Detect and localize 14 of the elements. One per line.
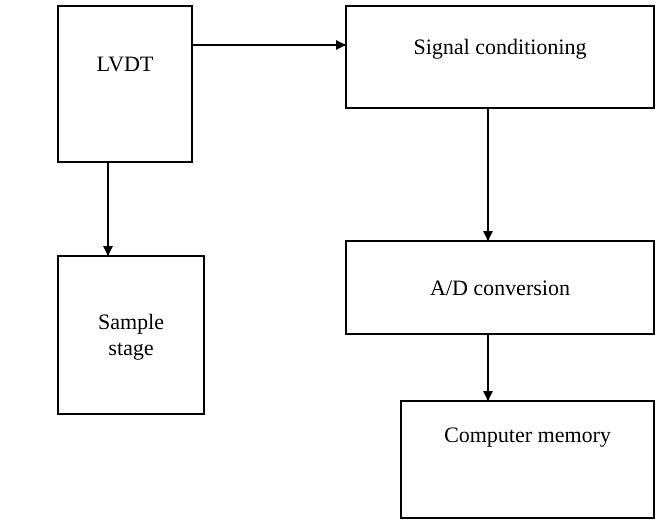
box-label: A/D conversion: [430, 274, 570, 300]
box-label: Sample stage: [97, 309, 165, 361]
process-box: [57, 255, 205, 415]
process-box: [400, 400, 655, 519]
arrow: [483, 335, 493, 401]
process-box: [345, 240, 655, 335]
arrow: [483, 109, 493, 241]
box-label: Computer memory: [444, 422, 611, 448]
box-label: LVDT: [96, 51, 154, 77]
box-label: Signal conditioning: [414, 34, 586, 60]
arrow: [193, 40, 346, 50]
arrow: [103, 163, 113, 256]
process-box: [57, 5, 193, 163]
process-box: [345, 5, 655, 109]
